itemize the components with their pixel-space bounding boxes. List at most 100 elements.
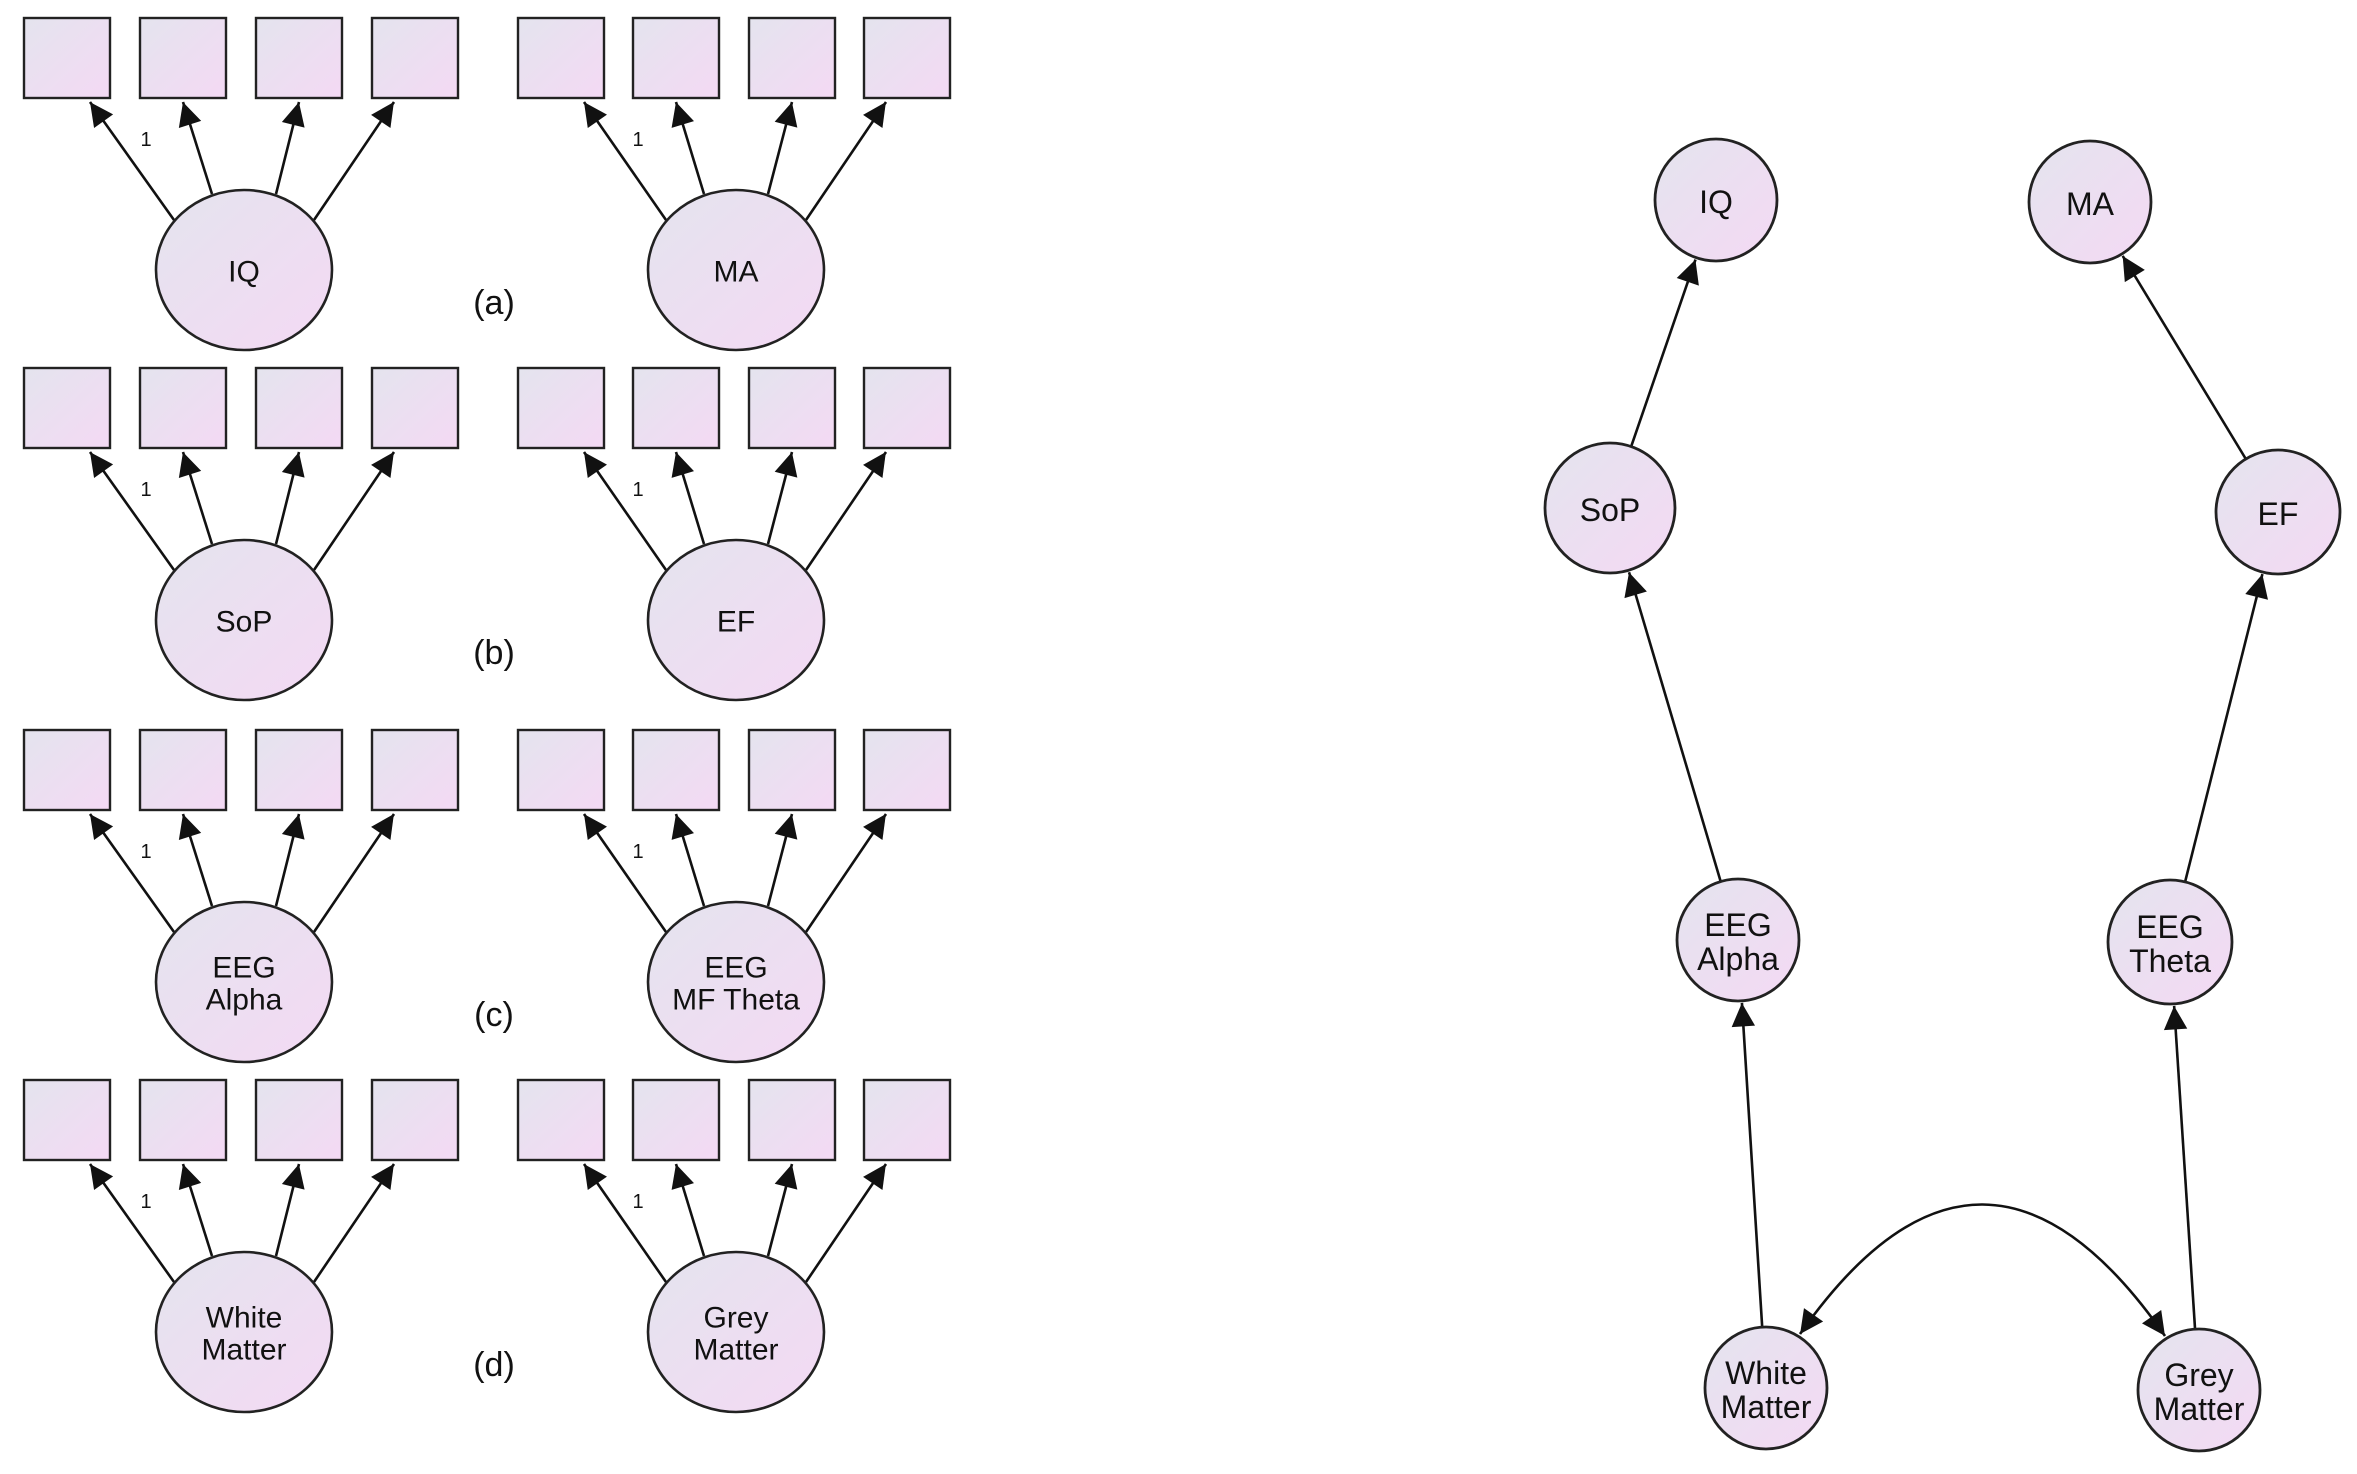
node-ma-circle [2027,139,2153,265]
path-eeg-alpha-to-sop [1624,571,1722,882]
node-eeg-theta-circle [2106,878,2234,1006]
loading-arrow [671,813,706,907]
node-ef-label: EF [2258,496,2299,532]
fixed-loading-label: 1 [632,841,643,863]
node-eeg-alpha-label-line-1: EEG [1704,907,1772,943]
indicator-box [862,1078,952,1162]
node-iq-label: IQ [1699,184,1733,220]
latent-eeg-mf-theta-label-line-1: EEG [704,952,767,985]
indicator-box [138,366,228,450]
indicator-box [516,16,606,100]
indicator-box [22,1078,112,1162]
indicator-box [631,1078,721,1162]
measurement-model-ef: 1EF [516,366,952,702]
indicator-box [862,728,952,812]
loading-arrow [804,101,888,221]
node-ma-label: MA [2066,186,2115,222]
indicator-box [254,366,344,450]
loading-arrow [804,1163,888,1283]
node-ef-circle [2214,448,2342,576]
fixed-loading-label: 1 [140,479,151,501]
latent-grey-matter-label-line-1: Grey [703,1302,768,1335]
loading-arrow [274,101,305,195]
loading-arrow [582,1163,668,1283]
loading-arrow [671,1163,706,1257]
indicator-box [370,366,460,450]
loading-arrow [178,1163,214,1257]
fixed-loading-label: 1 [140,841,151,863]
loading-arrow [88,813,176,933]
latent-sop-label: SoP [216,606,273,639]
node-sop-circle [1543,441,1677,575]
loading-arrow [582,101,668,221]
fixed-loading-label: 1 [632,129,643,151]
loading-arrow [582,813,668,933]
structural-paths [1624,255,2268,1337]
node-grey-matter-label-line-1: Grey [2164,1357,2233,1393]
indicator-box [631,16,721,100]
node-eeg-alpha-label-line-2: Alpha [1697,941,1779,977]
node-eeg-theta-label-line-2: Theta [2129,943,2211,979]
latent-eeg-alpha-label-line-2: Alpha [206,984,283,1017]
panel-label: (a) [473,284,515,322]
loading-arrow [671,101,706,195]
node-ma: MA [2027,139,2153,265]
indicator-box [631,366,721,450]
node-ef: EF [2214,448,2342,576]
panel-label: (c) [474,996,514,1034]
indicator-box [370,728,460,812]
node-sop: SoP [1543,441,1677,575]
loading-arrow [312,101,396,221]
latent-grey-matter [646,1250,826,1414]
node-grey-matter-label-line-2: Matter [2154,1391,2245,1427]
fixed-loading-label: 1 [140,1191,151,1213]
loading-arrow [804,451,888,571]
path-ef-to-ma [2121,255,2247,460]
indicator-box [138,1078,228,1162]
node-eeg-alpha-circle [1675,877,1801,1003]
path-eeg-theta-to-ef [2183,573,2268,883]
indicator-box [747,1078,837,1162]
latent-ma [646,188,826,352]
latent-white-matter-label-line-2: Matter [201,1334,286,1367]
latent-sop [154,538,334,702]
loading-arrow [766,451,798,545]
node-sop-label: SoP [1580,492,1640,528]
latent-eeg-mf-theta [646,900,826,1064]
indicator-box [631,728,721,812]
fixed-loading-label: 1 [632,479,643,501]
fixed-loading-label: 1 [140,129,151,151]
indicator-box [22,366,112,450]
loading-arrow [671,451,706,545]
indicator-box [22,728,112,812]
indicator-box [138,16,228,100]
latent-iq [154,188,334,352]
path-grey-matter-to-eeg-theta [2163,1005,2197,1330]
loading-arrow [766,813,798,907]
latent-eeg-alpha [154,900,334,1064]
node-eeg-theta-label-line-1: EEG [2136,909,2204,945]
node-iq-circle [1653,137,1779,263]
indicator-box [370,16,460,100]
loading-arrow [582,451,668,571]
latent-eeg-alpha-label-line-1: EEG [212,952,275,985]
indicator-box [370,1078,460,1162]
indicator-box [862,366,952,450]
node-white-matter-label-line-1: White [1725,1355,1807,1391]
latent-white-matter-label-line-1: White [206,1302,283,1335]
loading-arrow [312,451,396,571]
